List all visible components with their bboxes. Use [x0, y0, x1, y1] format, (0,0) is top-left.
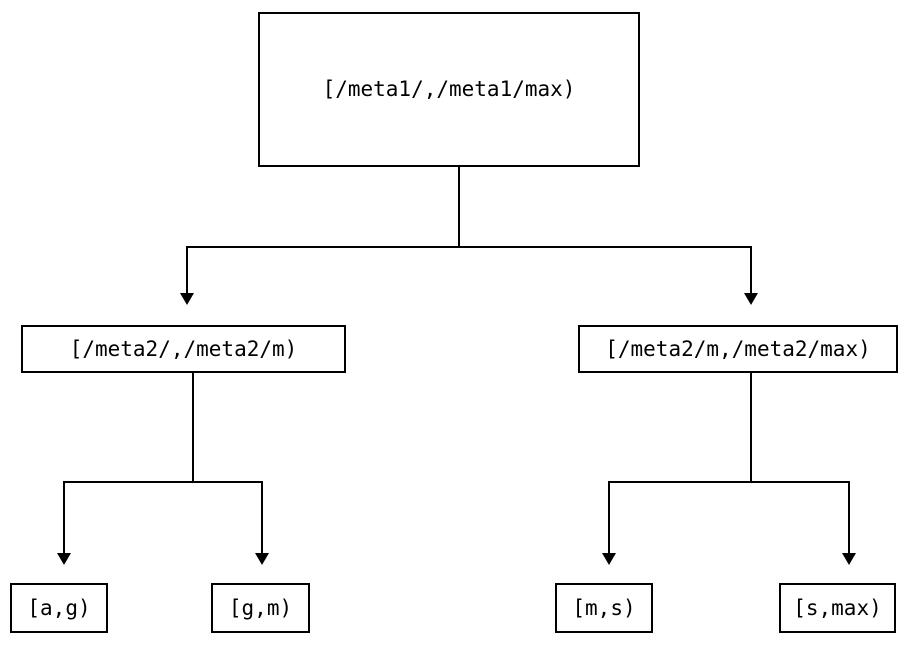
edge-mid-left-a-g-drop	[63, 481, 65, 553]
edge-mid-left-stem	[192, 373, 194, 483]
edge-root-crossbar	[186, 246, 752, 248]
arrow-head-mid-right	[744, 293, 758, 305]
tree-node-leaf-m-s-label: [m,s)	[572, 595, 636, 620]
tree-node-leaf-g-m-label: [g,m)	[228, 595, 293, 620]
tree-node-mid-left[interactable]: [/meta2/,/meta2/m)	[21, 325, 346, 373]
tree-node-mid-right[interactable]: [/meta2/m,/meta2/max)	[578, 325, 898, 373]
edge-mid-right-s-max-drop	[848, 481, 850, 553]
edge-mid-left-crossbar	[63, 481, 263, 483]
tree-node-leaf-a-g-label: [a,g)	[27, 595, 91, 620]
tree-node-root-label: [/meta1/,/meta1/max)	[322, 77, 576, 101]
tree-node-mid-right-label: [/meta2/m,/meta2/max)	[605, 336, 871, 361]
tree-node-leaf-m-s[interactable]: [m,s)	[555, 583, 653, 633]
edge-mid-left-g-m-drop	[261, 481, 263, 553]
edge-mid-right-crossbar	[608, 481, 850, 483]
tree-node-leaf-g-m[interactable]: [g,m)	[211, 583, 310, 633]
edge-mid-right-stem	[750, 373, 752, 483]
tree-node-root[interactable]: [/meta1/,/meta1/max)	[258, 12, 640, 167]
arrow-head-leaf-a-g	[57, 553, 71, 565]
edge-root-stem	[458, 167, 460, 247]
edge-root-mid-right-drop	[750, 246, 752, 293]
tree-node-leaf-s-max-label: [s,max)	[793, 595, 882, 620]
arrow-head-mid-left	[180, 293, 194, 305]
arrow-head-leaf-g-m	[255, 553, 269, 565]
edge-mid-right-m-s-drop	[608, 481, 610, 553]
tree-node-leaf-s-max[interactable]: [s,max)	[779, 583, 896, 633]
tree-node-leaf-a-g[interactable]: [a,g)	[10, 583, 108, 633]
edge-root-mid-left-drop	[186, 246, 188, 293]
arrow-head-leaf-s-max	[842, 553, 856, 565]
arrow-head-leaf-m-s	[602, 553, 616, 565]
tree-node-mid-left-label: [/meta2/,/meta2/m)	[69, 336, 298, 361]
